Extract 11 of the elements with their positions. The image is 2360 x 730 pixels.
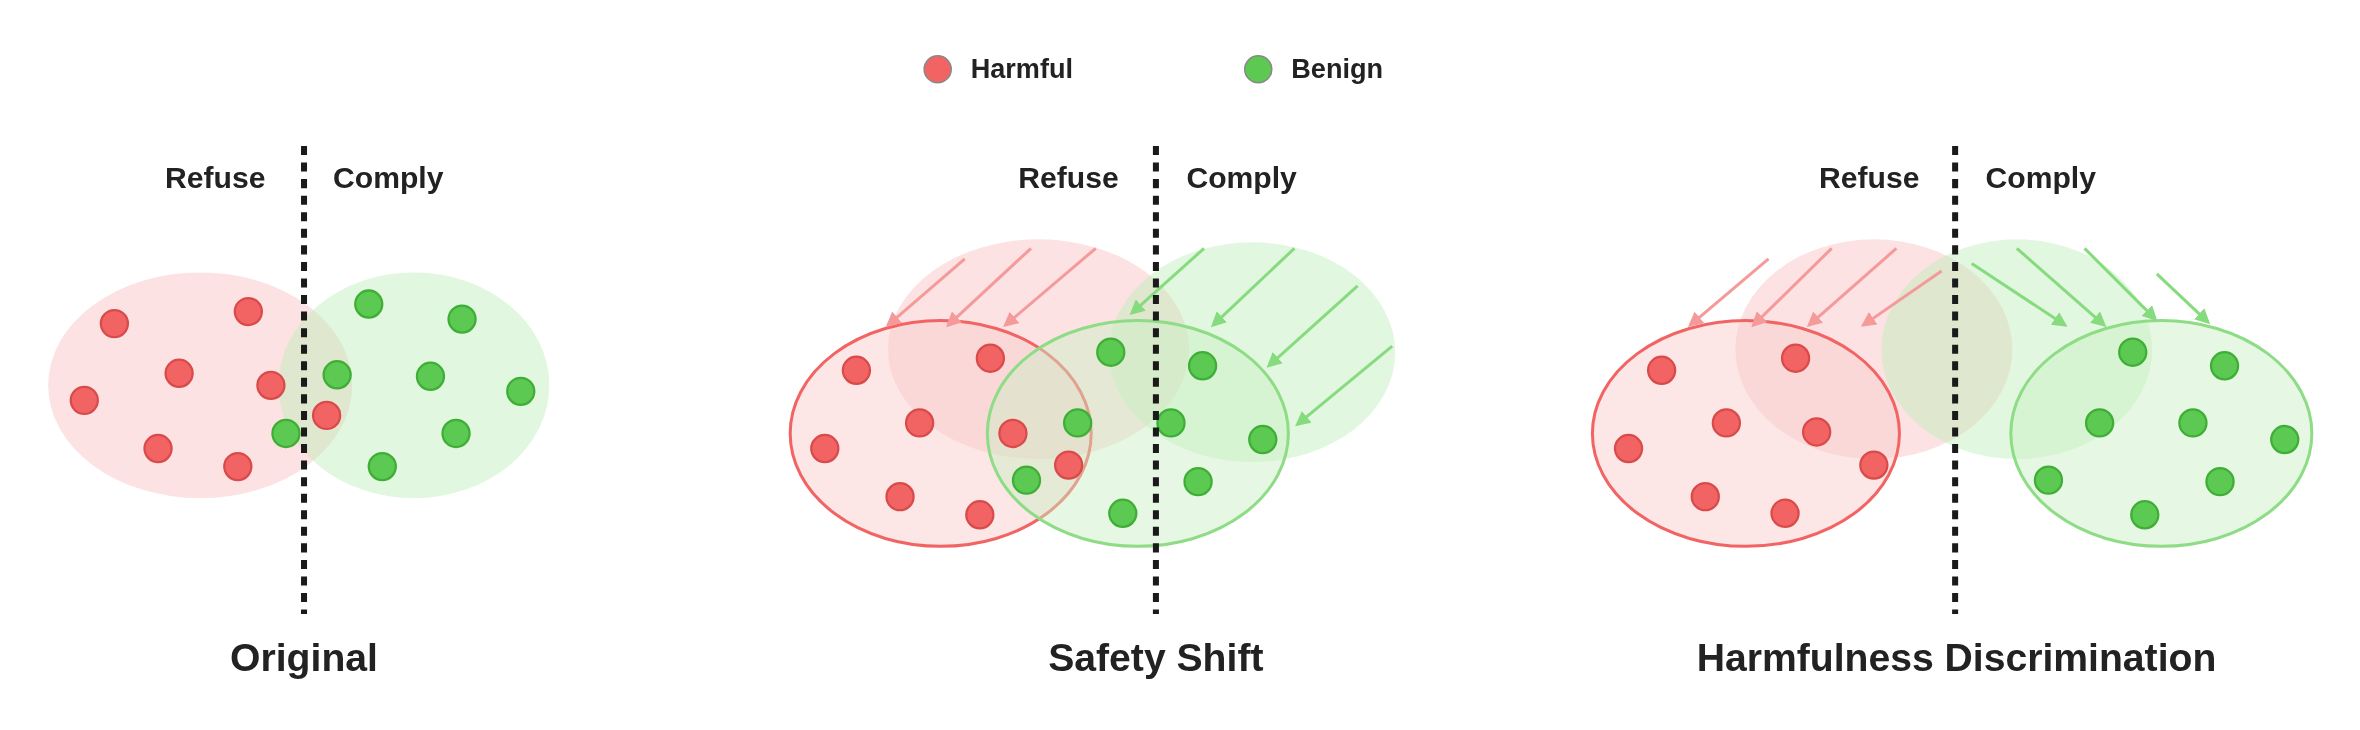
region-label: Comply <box>1985 160 2096 195</box>
region-label: Refuse <box>165 160 266 195</box>
panel-title: Safety Shift <box>1048 635 1264 680</box>
panel-title: Original <box>230 635 378 680</box>
region-label: Comply <box>333 160 444 195</box>
panel-title: Harmfulness Discrimination <box>1696 635 2217 680</box>
legend-label: Benign <box>1291 53 1384 86</box>
legend-label: Harmful <box>970 53 1074 86</box>
region-label: Comply <box>1186 160 1297 195</box>
region-label: Refuse <box>1819 160 1920 195</box>
region-label: Refuse <box>1018 160 1119 195</box>
